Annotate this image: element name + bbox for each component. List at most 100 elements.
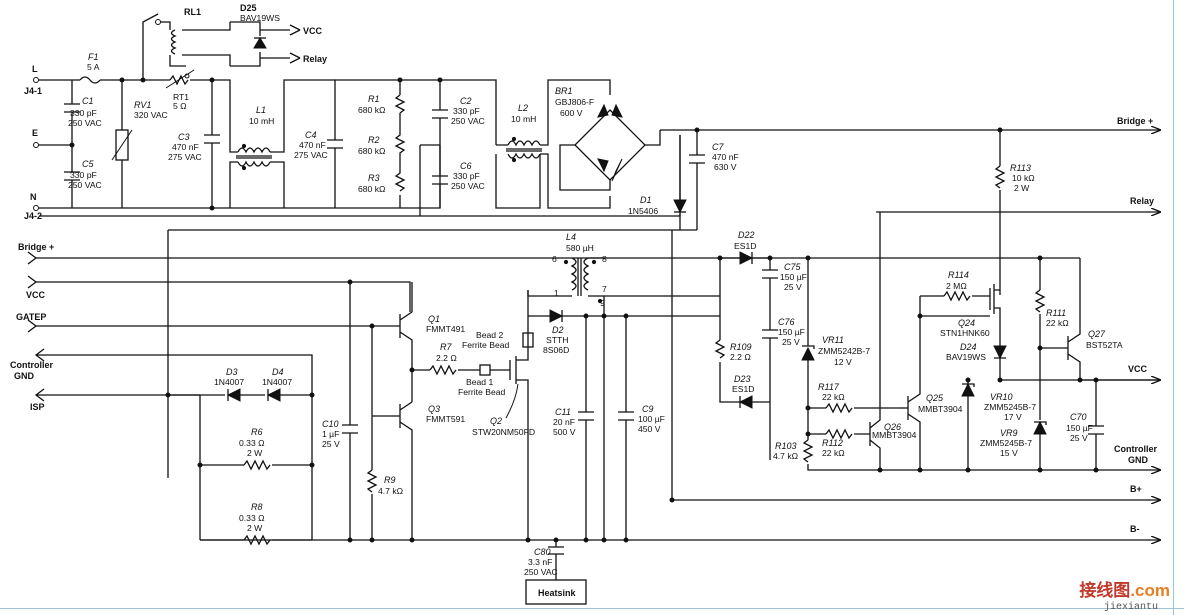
br1-ref: BR1	[555, 86, 573, 96]
c80-v2: 250 VAC	[524, 567, 558, 577]
fuse-f1	[79, 76, 101, 84]
transformer-l4: L4 580 µH 6 8 1 7 9	[527, 232, 720, 316]
watermark-brand: 接线图	[1079, 581, 1131, 600]
c80-v1: 3.3 nF	[528, 557, 552, 567]
r103-ref: R103	[775, 441, 797, 451]
cap-c80	[548, 546, 564, 555]
cap-c2	[432, 109, 448, 119]
rl1-ref: RL1	[184, 7, 201, 17]
resistor-r109	[714, 339, 726, 359]
d22-ref: D22	[738, 230, 755, 240]
top-vcc: VCC	[303, 26, 323, 36]
c5-v1: 330 pF	[70, 170, 97, 180]
terminal-e	[33, 142, 39, 148]
transistor-q26	[869, 212, 881, 470]
resistor-r113	[994, 165, 1006, 189]
d1-value: 1N5406	[628, 206, 658, 216]
l4-pin1: 1	[554, 288, 559, 298]
r114-ref: R114	[948, 270, 969, 280]
diode-d22	[739, 251, 754, 265]
watermark-url: jiexiantu	[1103, 602, 1158, 613]
left-gatep: GATEP	[16, 312, 46, 322]
c75-v2: 25 V	[784, 282, 802, 292]
r8-v1: 0.33 Ω	[239, 513, 265, 523]
c6-v1: 330 pF	[453, 171, 480, 181]
relay-rl1-switch	[142, 13, 159, 80]
cap-c75	[762, 269, 778, 279]
r114-value: 2 MΩ	[946, 281, 967, 291]
l4-pin9: 9	[600, 298, 605, 308]
resistor-r117	[825, 402, 853, 414]
cap-c7	[689, 154, 705, 164]
right-b-plus: B+	[1130, 484, 1142, 494]
l1-ref: L1	[256, 105, 266, 115]
right-relay: Relay	[1130, 196, 1154, 206]
c7-v2: 630 V	[714, 162, 737, 172]
resistor-r114	[943, 290, 971, 302]
c7-ref: C7	[712, 142, 724, 152]
heatsink-box	[525, 579, 587, 605]
c2-v2: 250 VAC	[451, 116, 485, 126]
rv1-ref: RV1	[134, 100, 151, 110]
q27-value: BST52TA	[1086, 340, 1123, 350]
left-gnd: GND	[14, 371, 35, 381]
diode-d24	[993, 345, 1007, 360]
diode-d1	[673, 199, 687, 214]
c76-v1: 150 µF	[778, 327, 805, 337]
c10-v1: 1 µF	[322, 429, 339, 439]
cap-c10	[342, 424, 358, 434]
c11-v1: 20 nF	[553, 417, 575, 427]
left-isp: ISP	[30, 402, 45, 412]
vr9-v1: ZMM5245B-7	[980, 438, 1032, 448]
c4-v2: 275 VAC	[294, 150, 328, 160]
c80-ref: C80	[534, 547, 551, 557]
zener-vr10	[961, 382, 975, 397]
resistor-r1	[394, 94, 406, 114]
q2-value: STW20NM50FD	[472, 427, 535, 437]
mosfet-q24	[989, 284, 1001, 346]
zener-vr9	[1033, 420, 1047, 435]
watermark-logo: 接线图.com	[1079, 576, 1170, 601]
d3-value: 1N4007	[214, 377, 244, 387]
resistor-r7	[429, 364, 457, 376]
diode-d3	[226, 388, 241, 402]
c5-v2: 250 VAC	[68, 180, 102, 190]
diode-d4	[266, 388, 281, 402]
label-e: E	[32, 128, 38, 138]
q25-value: MMBT3904	[918, 404, 963, 414]
right-edge-line	[1173, 0, 1174, 615]
cap-c6	[432, 175, 448, 185]
c9-ref: C9	[642, 404, 654, 414]
d4-value: 1N4007	[262, 377, 292, 387]
r117-value: 22 kΩ	[822, 392, 845, 402]
d25-value: BAV19WS	[240, 13, 280, 23]
c2-v1: 330 pF	[453, 106, 480, 116]
c7-v1: 470 nF	[712, 152, 739, 162]
d23-ref: D23	[734, 374, 751, 384]
varistor-rv1	[115, 129, 129, 161]
r9-ref: R9	[384, 475, 396, 485]
bead1-l1: Bead 1	[466, 377, 493, 387]
resistor-r9	[366, 469, 378, 493]
c10-ref: C10	[322, 419, 339, 429]
bead1-l2: Ferrite Bead	[458, 387, 506, 397]
diode-d2	[549, 309, 564, 323]
d23-value: ES1D	[732, 384, 754, 394]
q3-ref: Q3	[428, 404, 440, 414]
r6-ref: R6	[251, 427, 263, 437]
control-inputs: Bridge + VCC GATEP Controller GND ISP D3…	[10, 242, 1080, 546]
c11-v2: 500 V	[553, 427, 576, 437]
label-n: N	[30, 192, 37, 202]
q24-value: STN1HNK60	[940, 328, 990, 338]
c10-v2: 25 V	[322, 439, 340, 449]
rt1-ref: RT1	[173, 92, 189, 102]
terminal-l	[33, 77, 39, 83]
r3-ref: R3	[368, 173, 380, 183]
l2-ref: L2	[518, 103, 528, 113]
transistor-q3	[399, 401, 413, 540]
r111-value: 22 kΩ	[1046, 318, 1069, 328]
r109-value: 2.2 Ω	[730, 352, 751, 362]
l4-pin7: 7	[602, 284, 607, 294]
q1-ref: Q1	[428, 314, 440, 324]
bead-2	[522, 332, 534, 348]
